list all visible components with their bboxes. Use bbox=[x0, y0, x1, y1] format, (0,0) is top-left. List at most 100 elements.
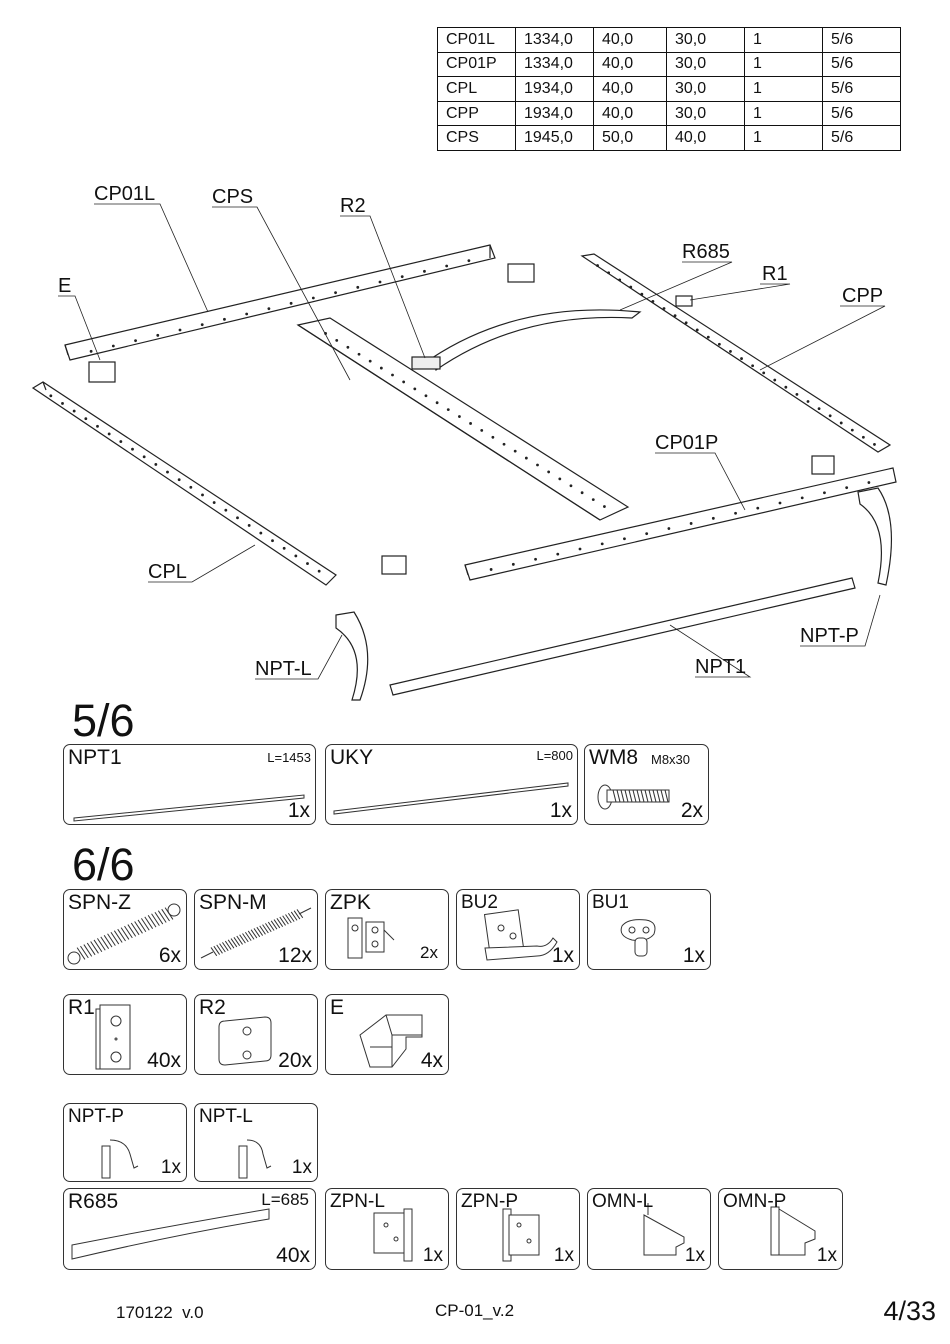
page-number: 4/33 bbox=[883, 1296, 936, 1326]
part-name: R1 bbox=[68, 996, 95, 1019]
part-qty: 40x bbox=[276, 1244, 310, 1267]
block-illustration bbox=[218, 1016, 272, 1066]
part-card-zpk: ZPK 2x bbox=[325, 889, 449, 970]
hinge-npt-l bbox=[335, 611, 369, 701]
rod-illustration bbox=[73, 794, 305, 822]
part-name: BU1 bbox=[592, 892, 629, 913]
parts-table-cell: 5/6 bbox=[822, 51, 901, 78]
parts-table-cell: 40,0 bbox=[593, 100, 667, 127]
part-qty: 1x bbox=[291, 1157, 312, 1178]
parts-table-cell: 1334,0 bbox=[515, 27, 594, 53]
part-length: L=800 bbox=[536, 748, 573, 763]
parts-table-cell: 50,0 bbox=[593, 125, 667, 151]
mount-illustration bbox=[373, 1208, 413, 1262]
part-card-r2: R2 20x bbox=[194, 994, 318, 1075]
part-qty: 1x bbox=[684, 1245, 705, 1266]
part-name: ZPN-L bbox=[330, 1191, 385, 1212]
exploded-frame-drawing bbox=[31, 203, 897, 701]
rail-cpp bbox=[580, 253, 892, 453]
bracket-illustration bbox=[347, 917, 395, 959]
callout-npt1: NPT1 bbox=[695, 656, 747, 678]
parts-table-cell: 40,0 bbox=[593, 51, 667, 78]
part-card-zpn-p: ZPN-P 1x bbox=[456, 1188, 580, 1270]
part-name: WM8 bbox=[589, 746, 638, 769]
footer-date-version: 170122 v.0 bbox=[116, 1303, 204, 1322]
part-qty: 1x bbox=[682, 944, 705, 967]
parts-table-cell: CPL bbox=[437, 76, 516, 102]
part-qty: 1x bbox=[287, 799, 310, 822]
part-card-omn-p: OMN-P 1x bbox=[718, 1188, 843, 1270]
stop-illustration bbox=[770, 1206, 816, 1256]
part-card-npt1: NPT1 L=1453 1x bbox=[63, 744, 316, 825]
callout-cpl: CPL bbox=[148, 561, 187, 583]
part-spec: M8x30 bbox=[651, 752, 691, 767]
parts-table-cell: CPS bbox=[437, 125, 516, 151]
part-card-bu1: BU1 1x bbox=[587, 889, 711, 970]
part-card-zpn-l: ZPN-L 1x bbox=[325, 1188, 449, 1270]
latch-illustration bbox=[483, 909, 558, 961]
parts-table-cell: 1334,0 bbox=[515, 51, 594, 78]
parts-table-cell: 30,0 bbox=[666, 100, 745, 127]
part-card-spn-m: SPN-M 12x bbox=[194, 889, 318, 970]
part-name: NPT-P bbox=[68, 1106, 124, 1127]
parts-table-cell: 40,0 bbox=[666, 125, 745, 151]
parts-table-cell: 30,0 bbox=[666, 51, 745, 78]
part-name: ZPN-P bbox=[461, 1191, 518, 1212]
rail-cpl bbox=[31, 381, 337, 586]
rod-illustration bbox=[333, 782, 569, 815]
parts-table-cell: CP01L bbox=[437, 27, 516, 53]
parts-table-cell: 1 bbox=[744, 100, 823, 127]
parts-table-cell: CP01P bbox=[437, 51, 516, 78]
part-qty: 1x bbox=[422, 1245, 443, 1266]
slat-illustration bbox=[71, 1208, 270, 1260]
parts-table-cell: 5/6 bbox=[822, 125, 901, 151]
block-illustration bbox=[95, 1004, 131, 1070]
part-name: ZPK bbox=[330, 891, 371, 914]
callout-r685: R685 bbox=[682, 241, 730, 263]
part-name: NPT-L bbox=[199, 1106, 253, 1127]
part-card-uky: UKY L=800 1x bbox=[325, 744, 578, 825]
parts-table-cell: 5/6 bbox=[822, 76, 901, 102]
part-name: BU2 bbox=[461, 892, 498, 913]
part-name: NPT1 bbox=[68, 746, 122, 769]
part-name: OMN-P bbox=[723, 1191, 787, 1212]
part-qty: 20x bbox=[278, 1049, 312, 1072]
part-name: R685 bbox=[68, 1190, 119, 1213]
part-qty: 1x bbox=[549, 799, 572, 822]
callout-r1: R1 bbox=[762, 263, 788, 285]
part-card-spn-z: SPN-Z 6x bbox=[63, 889, 187, 970]
parts-table-cell: 30,0 bbox=[666, 76, 745, 102]
parts-table-cell: 1934,0 bbox=[515, 76, 594, 102]
part-qty: 2x bbox=[420, 943, 438, 962]
part-qty: 1x bbox=[551, 944, 574, 967]
rail-cp01l bbox=[64, 244, 496, 361]
section-heading-5-6: 5/6 bbox=[72, 695, 135, 746]
callout-npt-l: NPT-L bbox=[255, 658, 312, 680]
part-length: L=685 bbox=[261, 1190, 309, 1209]
corner-illustration bbox=[359, 1014, 423, 1068]
callout-cp01p: CP01P bbox=[655, 432, 719, 454]
parts-table-cell: 1 bbox=[744, 125, 823, 151]
part-qty: 40x bbox=[147, 1049, 181, 1072]
part-name: UKY bbox=[330, 746, 374, 769]
part-name: OMN-L bbox=[592, 1191, 654, 1212]
part-card-npt-l: NPT-L 1x bbox=[194, 1103, 318, 1182]
part-qty: 6x bbox=[158, 944, 181, 967]
hinge-npt-p bbox=[857, 487, 893, 586]
rail-cps bbox=[296, 317, 630, 521]
part-card-npt-p: NPT-P 1x bbox=[63, 1103, 187, 1182]
part-name: R2 bbox=[199, 996, 226, 1019]
part-qty: 4x bbox=[420, 1049, 443, 1072]
slat-r685 bbox=[431, 309, 642, 371]
part-qty: 12x bbox=[278, 944, 312, 967]
hinge-illustration bbox=[101, 1139, 139, 1179]
hinge-illustration bbox=[238, 1139, 272, 1179]
callout-cps: CPS bbox=[212, 186, 254, 208]
footer-doc-code: CP-01_v.2 bbox=[435, 1301, 515, 1320]
parts-table-cell: CPP bbox=[437, 100, 516, 127]
part-card-bu2: BU2 1x bbox=[456, 889, 580, 970]
